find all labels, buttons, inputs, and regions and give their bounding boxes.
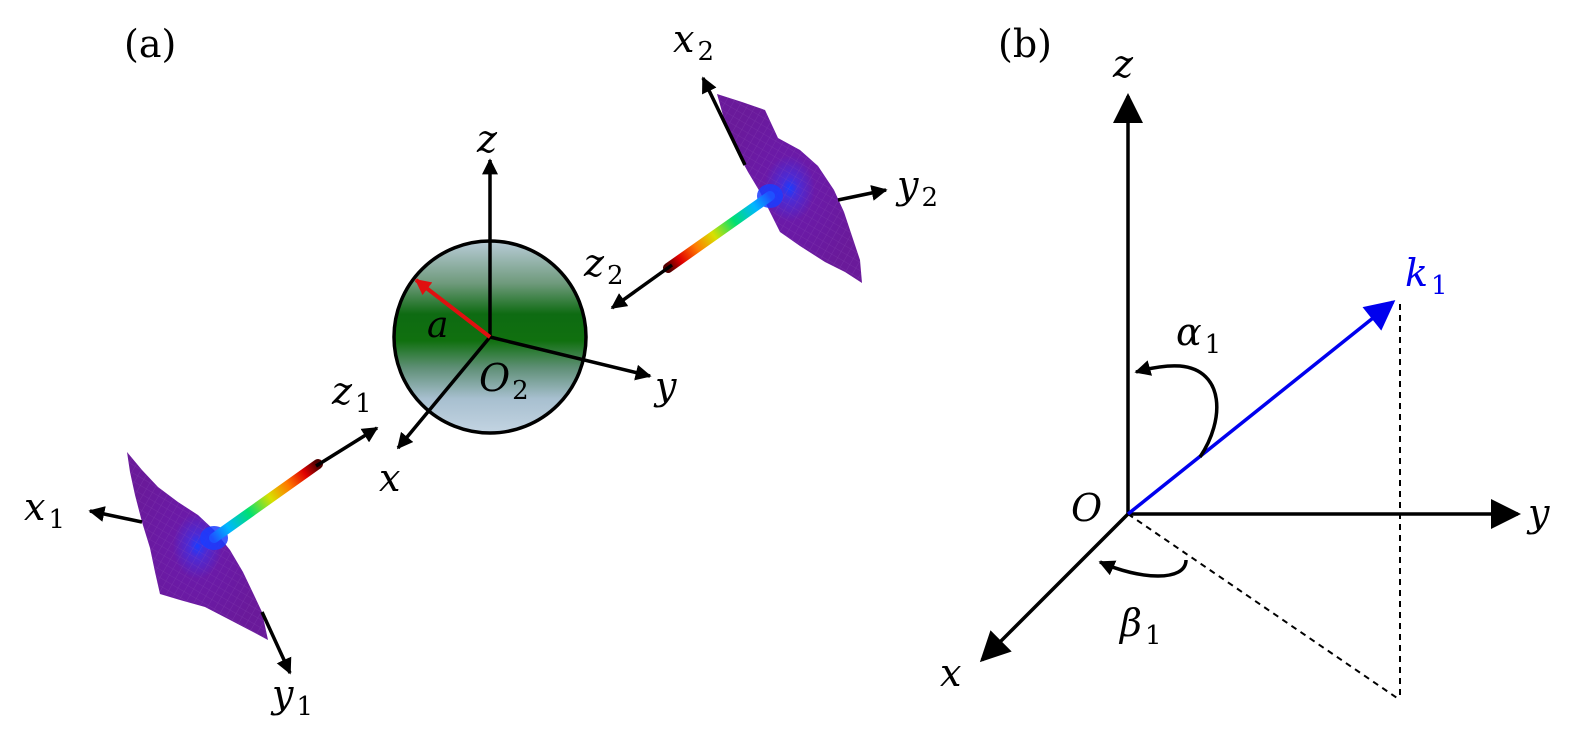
beam2-ray — [663, 191, 775, 273]
lab-y-label: y — [653, 364, 677, 408]
lab-x-axis — [396, 335, 492, 450]
b-z-label: z — [1112, 42, 1134, 86]
lab-x-label: x — [379, 456, 400, 500]
beam1-ray — [209, 459, 323, 543]
beam2-z-axis — [610, 263, 674, 310]
sphere-group: z y x a O2 — [379, 117, 677, 500]
lab-z-label: z — [476, 117, 498, 161]
polar-angle-arc — [1134, 360, 1219, 458]
beam1-z-axis — [315, 426, 379, 468]
panel-b-tag: (b) — [998, 22, 1052, 66]
sphere-origin-label: O2 — [479, 356, 529, 406]
panel-a-tag: (a) — [124, 22, 176, 66]
b-y-label: y — [1526, 491, 1550, 535]
wavevector-arrow — [1126, 300, 1396, 516]
radius-arrow — [414, 278, 492, 339]
beam1-y-axis — [260, 611, 292, 675]
b-x-label: x — [940, 651, 961, 695]
b-origin-label: O — [1071, 486, 1102, 530]
b-x-axis — [979, 512, 1130, 663]
radius-label: a — [427, 305, 448, 346]
azimuth-angle-arc — [1098, 559, 1188, 578]
projection-horizontal — [1127, 513, 1401, 701]
beam1-x-axis — [88, 506, 143, 524]
beam2-x-axis — [701, 76, 747, 166]
beam2-y-axis — [837, 185, 888, 202]
lab-y-axis — [489, 335, 652, 381]
